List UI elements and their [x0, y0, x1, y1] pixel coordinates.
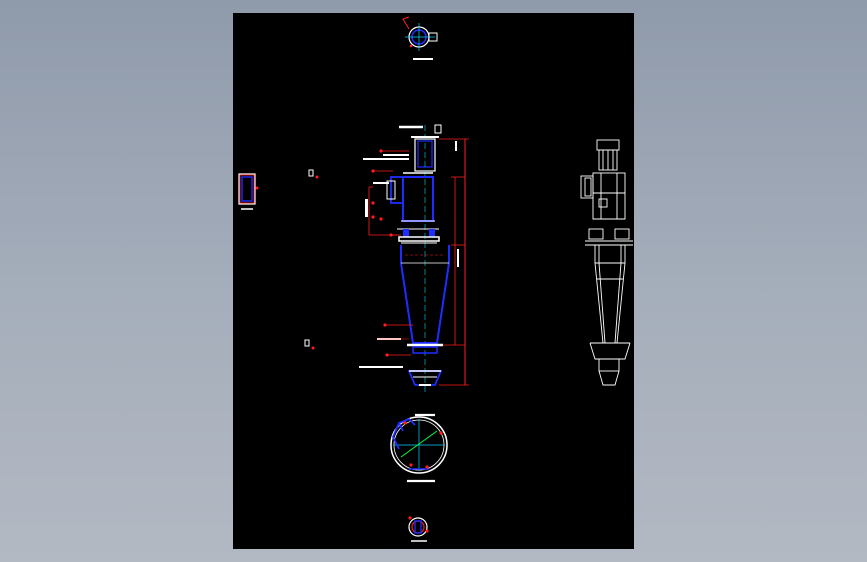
plan-inlet-duct [397, 417, 416, 432]
small-mark-lower [304, 339, 315, 350]
plan-view[interactable] [390, 413, 448, 483]
left-rect-red [239, 174, 255, 204]
side-elevation-view[interactable] [580, 139, 633, 386]
main-elevation-view[interactable] [359, 124, 469, 393]
small-mark-upper [308, 169, 319, 179]
left-callouts [359, 149, 413, 368]
inlet-box [390, 176, 404, 204]
drawing-canvas [238, 16, 633, 542]
top-flange-stub [428, 32, 438, 42]
top-flange-detail[interactable] [402, 16, 438, 60]
side-outlet-top [596, 139, 620, 151]
left-rect-inner [241, 176, 253, 202]
bottom-flange-detail[interactable] [408, 516, 429, 542]
top-flange-bolt [409, 44, 413, 48]
cone-outline [400, 245, 450, 344]
support-ring [398, 236, 440, 242]
side-cone [594, 245, 626, 344]
left-rect-flange-detail[interactable] [238, 173, 259, 210]
bottom-flange-circle [408, 517, 428, 537]
left-rect-outer [238, 173, 256, 205]
drawing-sheet[interactable] [233, 13, 634, 549]
top-flange-leader [402, 16, 410, 30]
plan-outer-circle [390, 416, 448, 474]
side-cylinder [592, 172, 626, 220]
plan-green-diameter [400, 430, 438, 458]
cylinder-body [402, 176, 434, 222]
